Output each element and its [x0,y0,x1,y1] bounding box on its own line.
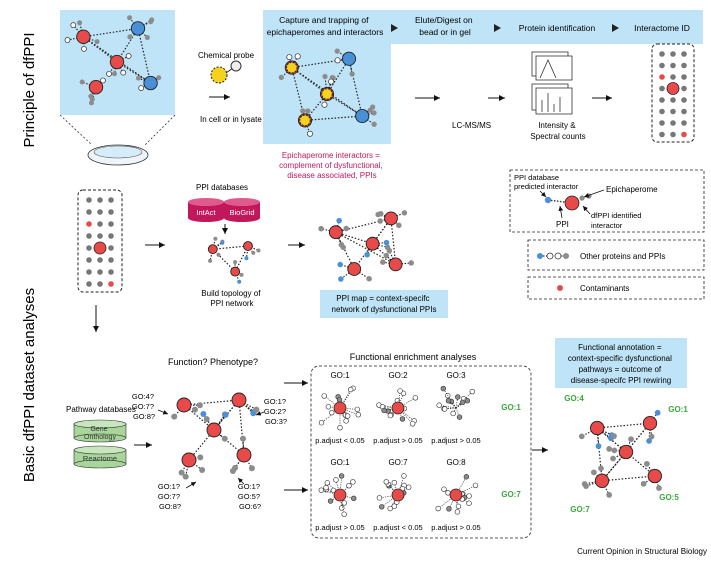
side-label-basic: Basic dfPPI dataset analyses [21,288,38,482]
chemical-probe-label: Chemical probe [198,51,255,60]
enrichment-hit-top: GO:1 [501,403,521,412]
legend-identified: dfPPI identified interactor [591,211,644,230]
legend-epichaperome: Epichaperome [606,185,658,194]
side-label-principle: Principle of dfPPI [21,32,38,147]
svg-text:p.adjust < 0.05: p.adjust < 0.05 [373,523,422,532]
go-query-left: GO:4? GO:7? GO:8? [132,392,156,421]
svg-text:p.adjust > 0.05: p.adjust > 0.05 [315,523,364,532]
go-query-bottom-left: GO:1? GO:7? GO:8? [158,482,182,511]
workflow-step4: Interactome ID [634,23,690,33]
spectrum-icon-1 [532,52,572,80]
svg-text:GO:7: GO:7 [388,458,408,467]
annotation-network [579,410,662,498]
svg-text:p.adjust > 0.05: p.adjust > 0.05 [431,523,480,532]
annotation-term-go5: GO:5 [659,493,679,502]
svg-text:BioGrid: BioGrid [229,208,254,217]
svg-text:p.adjust > 0.05: p.adjust > 0.05 [431,436,480,445]
svg-text:GO:8: GO:8 [446,458,466,467]
legend-ppi: PPI [556,220,569,229]
enrichment-title: Functional enrichment analyses [350,352,477,362]
journal-credit: Current Opinion in Structural Biology [577,547,707,556]
function-network [171,393,259,480]
svg-text:GO:1: GO:1 [330,371,350,380]
dataset-grid [86,197,114,287]
dataset-grid-box [78,190,122,292]
probe-icon [211,61,241,83]
annotation-term-go1: GO:1 [668,405,688,414]
function-phenotype-label: Function? Phenotype? [168,357,258,367]
legend-predicted: PPI database predicted interactor [514,173,579,191]
go-query-bottom-right: GO:1? GO:5? GO:6? [238,482,262,511]
legend-other: Other proteins and PPIs [580,252,665,261]
annotation-term-go4: GO:4 [564,394,584,403]
go-query-right: GO:1? GO:2? GO:3? [264,397,288,426]
ppi-databases-label: PPI databases [196,183,248,192]
svg-text:IntAct: IntAct [196,208,216,217]
svg-text:GO:3: GO:3 [446,371,466,380]
lcms-label: LC-MS/MS [452,121,491,130]
intact-database: IntAct [188,198,224,222]
legend-other-icon [537,253,569,259]
intensity-label: Intensity & Spectral counts [530,121,585,141]
svg-text:GO:1: GO:1 [330,458,350,467]
gene-ontology-database: Gene Onthology [74,420,126,442]
build-network [208,237,260,284]
epichaperome-interactors-label: Epichaperome interactors = complement of… [279,151,385,180]
probe-context-label: In cell or in lysate [200,115,262,124]
workflow-step3: Protein identification [519,23,596,33]
biogrid-database: BioGrid [224,198,260,222]
spectrum-icon-2 [532,84,572,114]
svg-text:p.adjust < 0.05: p.adjust < 0.05 [315,436,364,445]
annotation-term-go7: GO:7 [570,505,590,514]
build-topology-label: Build topology of PPI network [201,289,262,308]
svg-text:p.adjust > 0.05: p.adjust > 0.05 [373,436,422,445]
enrichment-hit-bottom: GO:7 [501,490,521,499]
legend-contaminant-dot [557,285,563,291]
reactome-database: Reactome [74,446,126,468]
ppi-map-network [318,210,414,282]
pathway-databases-label: Pathway databases [66,405,136,414]
svg-text:GO:2: GO:2 [388,371,408,380]
interactome-grid [659,51,687,137]
legend-contaminants: Contaminants [580,284,629,293]
svg-text:Reactome: Reactome [83,454,117,463]
